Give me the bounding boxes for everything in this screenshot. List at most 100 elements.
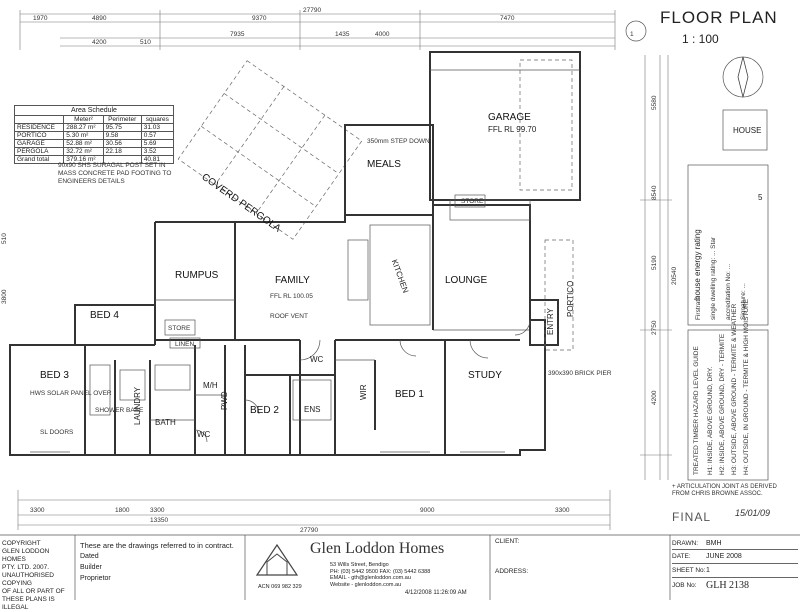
area-schedule-header: squares: [140, 115, 175, 124]
print-time: 4/12/2008 11:26:09 AM: [405, 590, 467, 596]
brick-pier-note: 390x390 BRICK PIER: [548, 370, 612, 377]
dim-bot-total: 27790: [300, 527, 318, 534]
date-value: JUNE 2008: [706, 553, 742, 560]
copyright-line: PTY. LTD. 2007.: [2, 564, 50, 571]
room-label-ens: ENS: [304, 405, 320, 414]
copyright-line: OF ALL OR PART OF: [2, 588, 65, 595]
dim-right-1: 5580: [651, 95, 658, 110]
area-schedule-cell: 22.18: [102, 147, 142, 156]
dim-top-3: 9370: [252, 15, 267, 22]
client-label: CLIENT:: [495, 538, 520, 545]
area-schedule-cell: 3.52: [140, 147, 175, 156]
floor-plan-title: FLOOR PLAN: [660, 8, 778, 27]
dim-bot-2: 1800: [115, 507, 130, 514]
termite-line-1: H1: INSIDE, ABOVE GROUND, DRY.: [707, 367, 714, 475]
dim-bot-5: 3300: [555, 507, 570, 514]
copyright-line: GLEN LODDON HOMES: [2, 548, 50, 563]
company-email: EMAIL - gth@glenloddon.com.au: [330, 575, 411, 581]
shower-note: SHOWER BASE: [95, 407, 144, 414]
dim-top-2: 4890: [92, 15, 107, 22]
garage-ffl-note: FFL RL 99.70: [488, 125, 537, 134]
dim-top-4: 7470: [500, 15, 515, 22]
copyright-line: COPYRIGHT: [2, 540, 41, 547]
dim-top2-4: 1435: [335, 31, 350, 38]
dim-top2-1: 4200: [92, 39, 107, 46]
room-label-study: STUDY: [468, 370, 502, 381]
room-label-bed2: BED 2: [250, 405, 279, 416]
area-schedule-cell: RESIDENCE: [13, 123, 65, 132]
linen-label: LINEN: [175, 341, 194, 348]
energy-line-2: accreditation No: ...: [725, 264, 732, 320]
dim-right-4: 2750: [651, 320, 658, 335]
room-label-wc2: WC: [310, 355, 324, 364]
termite-line-3: H3: OUTSIDE, ABOVE GROUND - TERMITE & WE…: [731, 303, 738, 475]
area-schedule-cell: 31.03: [140, 123, 175, 132]
area-schedule-cell: 288.27 m²: [63, 123, 104, 132]
area-schedule-cell: 379.16 m²: [63, 155, 104, 164]
area-schedule-cell: 5.69: [140, 139, 175, 148]
company-website: Website - glenloddon.com.au: [330, 581, 402, 588]
room-label-pwd: PWD: [220, 391, 229, 410]
area-schedule-cell: 0.57: [140, 131, 175, 140]
articulation-note: + ARTICULATION JOINT AS DERIVED FROM CHR…: [672, 484, 777, 497]
copyright-block: COPYRIGHT GLEN LODDON HOMES PTY. LTD. 20…: [2, 540, 74, 612]
dim-top-1: 1970: [33, 15, 48, 22]
room-label-portico: PORTICO: [566, 281, 575, 317]
company-phone: PH: (03) 5442 9500 FAX: (03) 5442 6388: [330, 568, 431, 575]
company-contact: 53 Wills Street, Bendigo PH: (03) 5442 9…: [330, 562, 490, 588]
family-ffl-note: FFL RL 100.05: [270, 293, 313, 300]
room-label-kitchen: KITCHEN: [390, 258, 411, 294]
room-label-mh: M/H: [203, 381, 218, 390]
dim-top2-2: 510: [140, 39, 151, 46]
area-schedule-cell: PERGOLA: [13, 147, 65, 156]
termite-line-2: H2: INSIDE, ABOVE GROUND, DRY - TERMITE: [719, 333, 726, 475]
room-label-bed3: BED 3: [40, 370, 69, 381]
area-schedule-cell: Grand total: [13, 155, 65, 164]
company-acn: ACN 069 982 329: [258, 584, 302, 590]
area-schedule-header: Perimeter: [102, 115, 142, 124]
dim-left-1: 510: [1, 233, 8, 244]
contract-block: These are the drawings referred to in co…: [80, 540, 242, 584]
dim-top2-5: 4000: [375, 31, 390, 38]
drawn-value: BMH: [706, 539, 722, 547]
sl-doors-note: SL DOORS: [40, 429, 74, 436]
area-schedule-cell: PORTICO: [13, 131, 65, 140]
area-schedule-header: Meter²: [63, 115, 104, 124]
dim-top-total: 27790: [303, 7, 321, 14]
room-label-wc1: WC: [197, 430, 211, 439]
room-label-wir: WIR: [359, 384, 368, 400]
proprietor-label: Proprietor: [80, 575, 111, 582]
sheet-value: 1: [706, 567, 710, 574]
energy-line-1: single dwelling rating: ... Star: [710, 236, 717, 320]
room-label-bed1: BED 1: [395, 389, 424, 400]
dim-bot-3: 3300: [150, 507, 165, 514]
drawn-label: DRAWN:: [672, 539, 699, 547]
area-schedule-cell: 32.72 m²: [63, 147, 104, 156]
dated-label: Dated: [80, 553, 99, 560]
house-logo-text: HOUSE: [733, 126, 761, 135]
floor-plan-number: 1: [630, 31, 634, 38]
termite-title: TREATED TIMBER HAZARD LEVEL GUIDE: [693, 346, 700, 475]
area-schedule-cell: 9.58: [102, 131, 142, 140]
dim-left-2: 3800: [1, 289, 8, 304]
copyright-line: THESE PLANS IS ILLEGAL: [2, 596, 55, 611]
dim-bot-4: 9000: [420, 507, 435, 514]
floor-plan-scale: 1 : 100: [682, 32, 719, 46]
contract-note: These are the drawings referred to in co…: [80, 541, 234, 550]
area-schedule-cell: GARAGE: [13, 139, 65, 148]
company-name: Glen Loddon Homes: [310, 540, 445, 557]
energy-line-3: Signature: ...: [740, 283, 747, 320]
job-value: GLH 2138: [706, 580, 750, 591]
energy-firm: Firstrate: [695, 296, 702, 320]
dim-right-2: 8540: [651, 185, 658, 200]
dim-right-total: 20540: [671, 267, 678, 285]
store-label-2: STORE: [461, 198, 484, 205]
room-label-garage: GARAGE: [488, 112, 531, 123]
area-schedule-cell: 40.81: [140, 155, 175, 164]
